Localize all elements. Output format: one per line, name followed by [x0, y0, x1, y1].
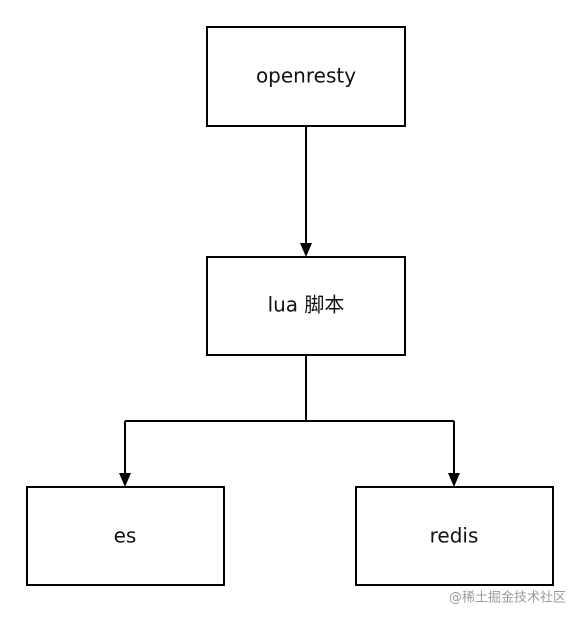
node-openresty-label: openresty: [256, 64, 356, 88]
watermark-text: @稀土掘金技术社区: [449, 590, 566, 606]
edges: [119, 126, 460, 487]
arrowhead-lua: [300, 243, 312, 257]
arrowhead-redis: [448, 473, 460, 487]
node-openresty-box: [206, 26, 406, 127]
node-lua-box: [206, 256, 406, 356]
node-es-label: es: [114, 524, 137, 548]
node-redis-box: [355, 486, 554, 586]
node-es-box: [26, 486, 225, 586]
node-es: es: [26, 486, 225, 586]
arrowhead-es: [119, 473, 131, 487]
node-redis: redis: [355, 486, 554, 586]
node-redis-label: redis: [430, 524, 479, 548]
node-lua: lua 脚本: [206, 256, 406, 356]
node-openresty: openresty: [206, 26, 406, 127]
node-lua-label: lua 脚本: [268, 293, 345, 317]
